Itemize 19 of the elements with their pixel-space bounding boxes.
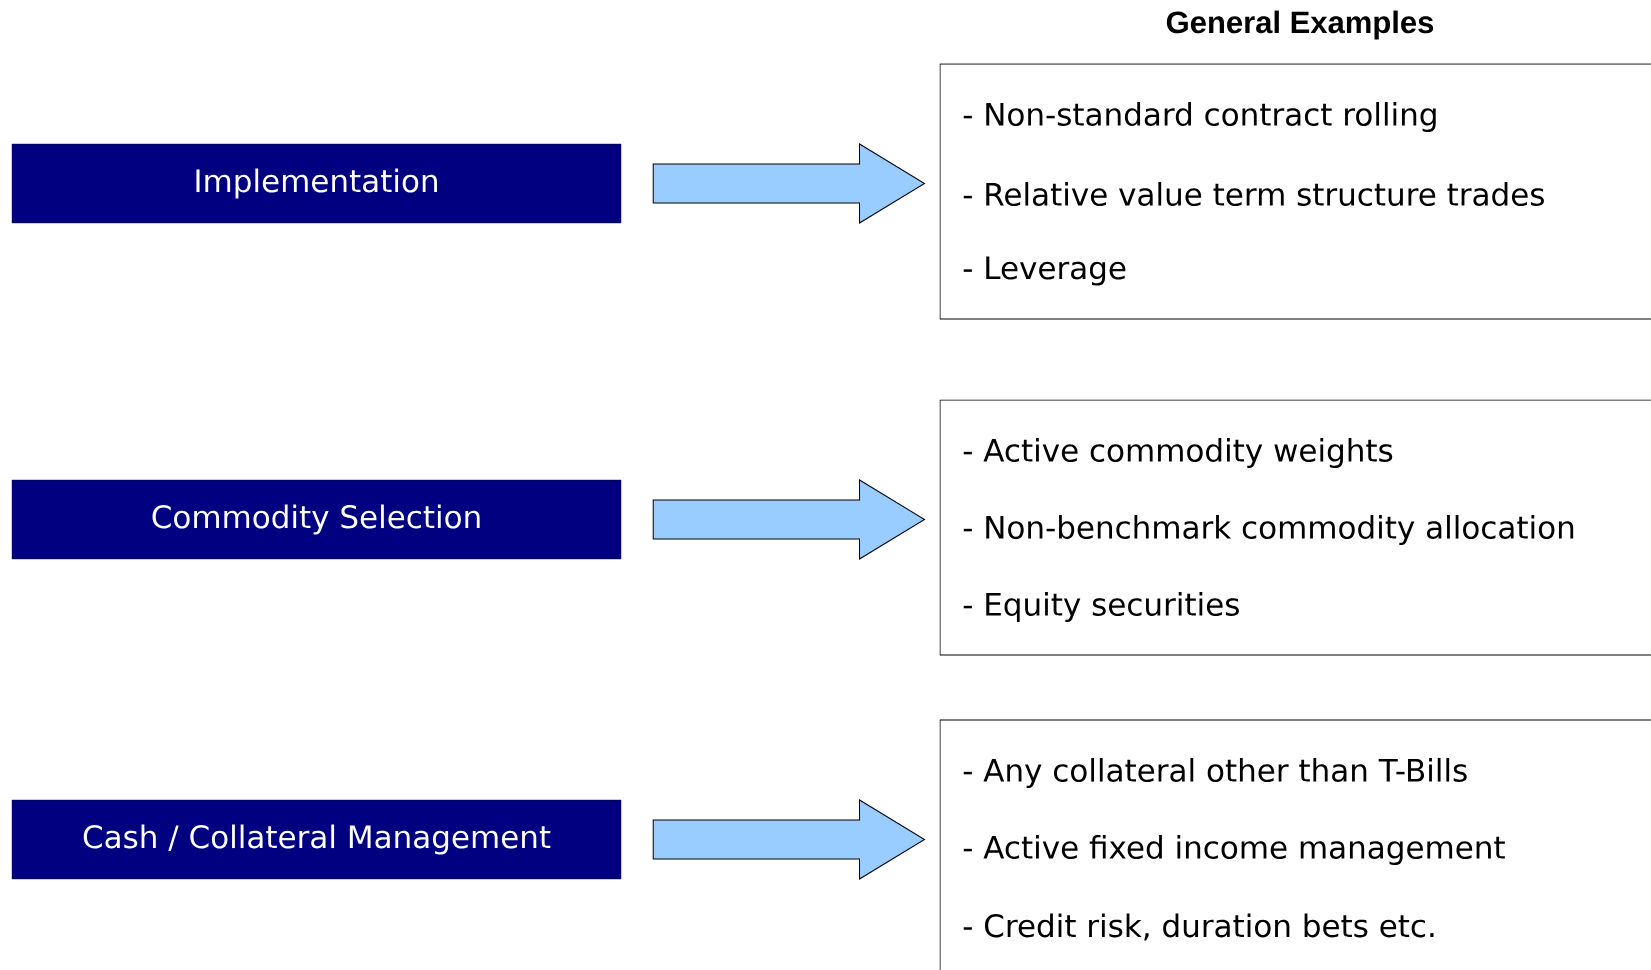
block-arrow [652, 799, 925, 880]
bullet-text: - Active commodity weights [963, 438, 1393, 468]
block-arrow [652, 479, 925, 560]
bullet-text: - Active fixed income management [963, 835, 1505, 865]
examples-box [939, 63, 1651, 320]
label-box: Cash / Collateral Management [11, 799, 622, 880]
examples-box [939, 719, 1651, 970]
bullet-text: - Equity securities [963, 592, 1239, 622]
label-box: Implementation [11, 143, 622, 224]
label-box: Commodity Selection [11, 479, 622, 560]
bullet-text: - Credit risk, duration bets etc. [963, 913, 1434, 941]
bullet-text: - Non-benchmark commodity allocation [963, 515, 1574, 545]
bullet-text: - Relative value term structure trades [963, 182, 1544, 206]
bullet-text: - Any collateral other than T-Bills [963, 758, 1467, 788]
heading: General Examples [1166, 10, 1434, 40]
examples-box [939, 399, 1651, 656]
block-arrow [652, 143, 925, 224]
bullet-text: - Non-standard contract rolling [963, 102, 1436, 132]
bullet-text: - Leverage [963, 256, 1126, 286]
